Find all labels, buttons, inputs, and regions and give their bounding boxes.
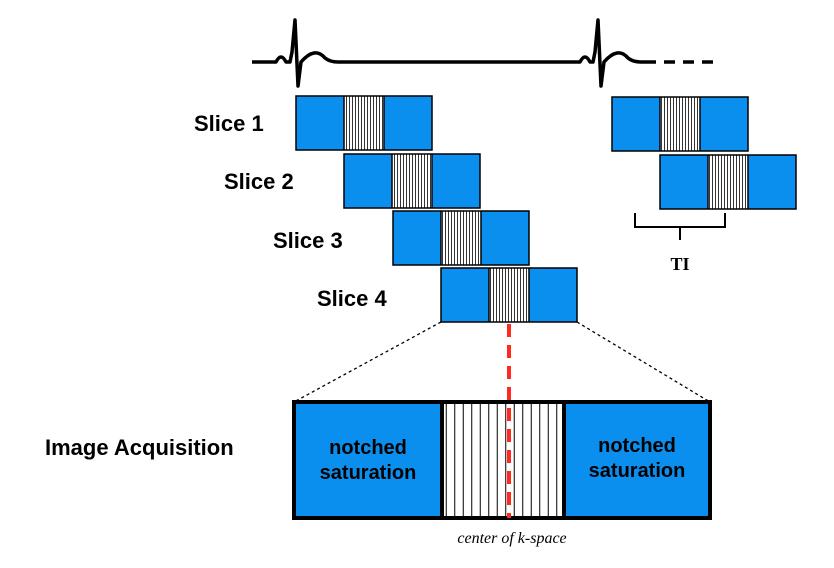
- slice-3-block: [392, 210, 530, 266]
- ti-label: TI: [670, 254, 689, 274]
- slice-3-label: Slice 3: [273, 228, 343, 253]
- right-block-line-2: saturation: [589, 460, 686, 482]
- ti-bracket: [634, 213, 726, 240]
- slice-1-label: Slice 1: [194, 111, 264, 136]
- k-space-center-label: center of k-space: [457, 530, 566, 547]
- left-block-line-1: notched: [329, 437, 407, 459]
- slice-1-block: [295, 95, 433, 151]
- slice-2-label: Slice 2: [224, 169, 294, 194]
- right-block-line-1: notched: [598, 435, 676, 457]
- ecg-trace: [252, 18, 656, 88]
- left-block-line-2: saturation: [320, 462, 417, 484]
- image-acquisition-label: Image Acquisition: [45, 435, 234, 460]
- slice-2-block: [343, 153, 481, 209]
- slice-2-block-next-beat: [659, 154, 797, 210]
- zoom-line-right: [576, 321, 711, 403]
- slice-4-label: Slice 4: [317, 286, 387, 311]
- slice-4-block: [440, 267, 578, 323]
- acquisition-block: [292, 400, 712, 520]
- zoom-line-left: [293, 321, 442, 403]
- slice-1-block-next-beat: [611, 96, 749, 152]
